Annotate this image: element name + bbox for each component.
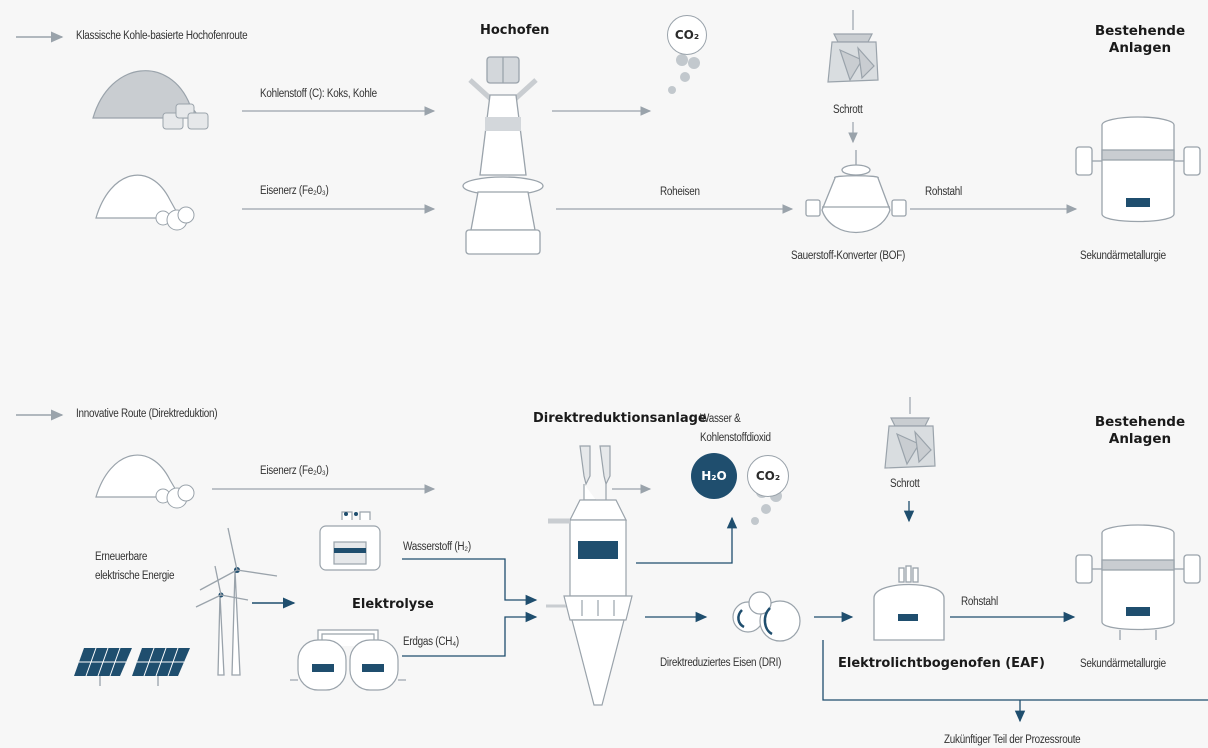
blast-furnace-icon [462,56,544,255]
electrolysis-tanks-icon [290,629,406,691]
dri-label: Direktreduziertes Eisen (DRI) [660,657,782,669]
ladle-icon-2 [1075,524,1201,640]
eaf-title: Elektrolichtbogenofen (EAF) [838,656,1045,671]
co2-dots-icon [668,54,700,94]
future-route-label: Zukünftiger Teil der Prozessroute [944,734,1081,746]
h2o-bubble: H₂O [691,453,737,499]
coal-pile-icon [92,70,209,130]
converter-label: Sauerstoff-Konverter (BOF) [791,250,906,262]
existing-plants-title-2: Bestehende Anlagen [1094,414,1186,447]
dr-plant-title: Direktreduktionsanlage [533,411,707,426]
wind-turbine-icon [195,527,278,676]
solar-panels-icon [74,647,190,686]
secondary-metallurgy-label-2: Sekundärmetallurgie [1080,658,1166,670]
co2-bubble: CO₂ [667,15,707,55]
ore-label-2: Eisenerz (Fe₂0₃) [260,465,329,477]
legend-classic-label: Klassische Kohle-basierte Hochofenroute [76,30,248,42]
dr-plant-icon [546,445,633,706]
pig-iron-label: Roheisen [660,186,700,198]
future-route-line [822,640,1208,701]
blast-furnace-title: Hochofen [480,23,550,38]
crude-steel-label: Rohstahl [925,186,962,198]
dri-pellets-icon [732,591,801,642]
arrow-hydrogen [402,558,538,606]
arrow-natural-gas [402,611,538,657]
converter-icon [805,150,907,233]
renewable-label: Erneuerbare elektrische Energie [95,551,175,582]
hydrogen-label: Wasserstoff (H₂) [403,541,471,553]
scrap-crane-icon [827,10,879,83]
arrow-byproducts [636,516,738,564]
co2-bubble-2: CO₂ [747,455,789,497]
ladle-icon [1075,116,1201,223]
scrap-label: Schrott [833,104,863,116]
scrap-crane-icon-2 [884,397,936,469]
electrolysis-title: Elektrolyse [352,597,434,612]
existing-plants-title: Bestehende Anlagen [1094,23,1186,56]
secondary-metallurgy-label: Sekundärmetallurgie [1080,250,1166,262]
crude-steel-label-2: Rohstahl [961,596,998,608]
byproducts-label: Wasser & Kohlenstoffdioxid [700,413,771,444]
legend-innovative-label: Innovative Route (Direktreduktion) [76,408,218,420]
natural-gas-label: Erdgas (CH₄) [403,636,459,648]
ore-label: Eisenerz (Fe₂0₃) [260,185,329,197]
eaf-icon [873,565,945,641]
ore-pile-icon [95,174,195,231]
ore-pile-icon-2 [95,454,195,509]
scrap-label-2: Schrott [890,478,920,490]
electrolyser-icon [319,511,381,571]
carbon-label: Kohlenstoff (C): Koks, Kohle [260,88,377,100]
